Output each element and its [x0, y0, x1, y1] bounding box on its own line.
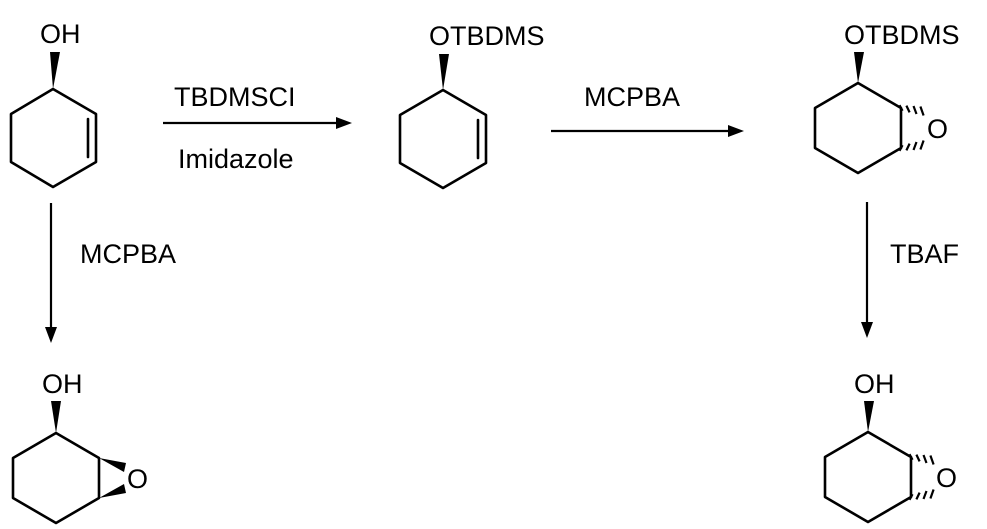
- reaction-arrow-epoxidation-direct: MCPBA: [45, 203, 176, 343]
- r1-reagent: TBDMSCI: [174, 82, 296, 112]
- molecule-anti-epoxy-alcohol: OH O: [823, 369, 957, 524]
- molecule-cyclohexenol: OH: [9, 19, 98, 189]
- m4-ring: [11, 431, 101, 525]
- m5-hashed-bonds: [908, 453, 935, 501]
- m4-epoxide-wedge-top: [99, 458, 126, 472]
- reaction-arrow-deprotection: TBAF: [861, 202, 959, 338]
- r4-arrowhead: [861, 322, 873, 338]
- m2-ring: [398, 88, 488, 190]
- m5-oh-label: OH: [854, 369, 895, 399]
- r4-reagent: TBAF: [890, 239, 959, 269]
- molecule-tbdms-epoxide: OTBDMS O: [813, 20, 960, 175]
- m1-wedge-bond: [50, 52, 60, 89]
- m5-epoxide-o-label: O: [936, 463, 957, 493]
- m3-hashed-bonds: [898, 104, 925, 152]
- r3-arrowhead: [45, 327, 57, 343]
- m3-otbdms-label: OTBDMS: [844, 20, 960, 50]
- reaction-arrow-epoxidation-protected: MCPBA: [551, 82, 744, 137]
- r1-conditions: Imidazole: [178, 144, 294, 174]
- m3-ring: [813, 81, 903, 175]
- m5-ring: [823, 430, 913, 524]
- r1-arrowhead: [336, 117, 352, 129]
- r3-reagent: MCPBA: [80, 239, 176, 269]
- molecule-syn-epoxy-alcohol: OH O: [11, 369, 148, 525]
- m3-wedge-bond: [854, 52, 864, 83]
- m4-epoxide-o-label: O: [127, 464, 148, 494]
- m5-wedge-bond: [864, 401, 874, 432]
- r2-reagent: MCPBA: [584, 82, 680, 112]
- r2-arrowhead: [728, 125, 744, 137]
- m3-epoxide-o-label: O: [927, 114, 948, 144]
- m4-oh-label: OH: [42, 369, 83, 399]
- m2-wedge-bond: [439, 54, 449, 90]
- m1-oh-label: OH: [40, 19, 81, 49]
- m4-wedge-bond: [51, 401, 61, 433]
- molecule-tbdms-cyclohexenol: OTBDMS: [398, 21, 545, 190]
- m2-otbdms-label: OTBDMS: [429, 21, 545, 51]
- m1-ring: [9, 87, 98, 189]
- m4-epoxide-wedge-bottom: [99, 484, 126, 498]
- reaction-arrow-silylation: TBDMSCI Imidazole: [163, 82, 352, 174]
